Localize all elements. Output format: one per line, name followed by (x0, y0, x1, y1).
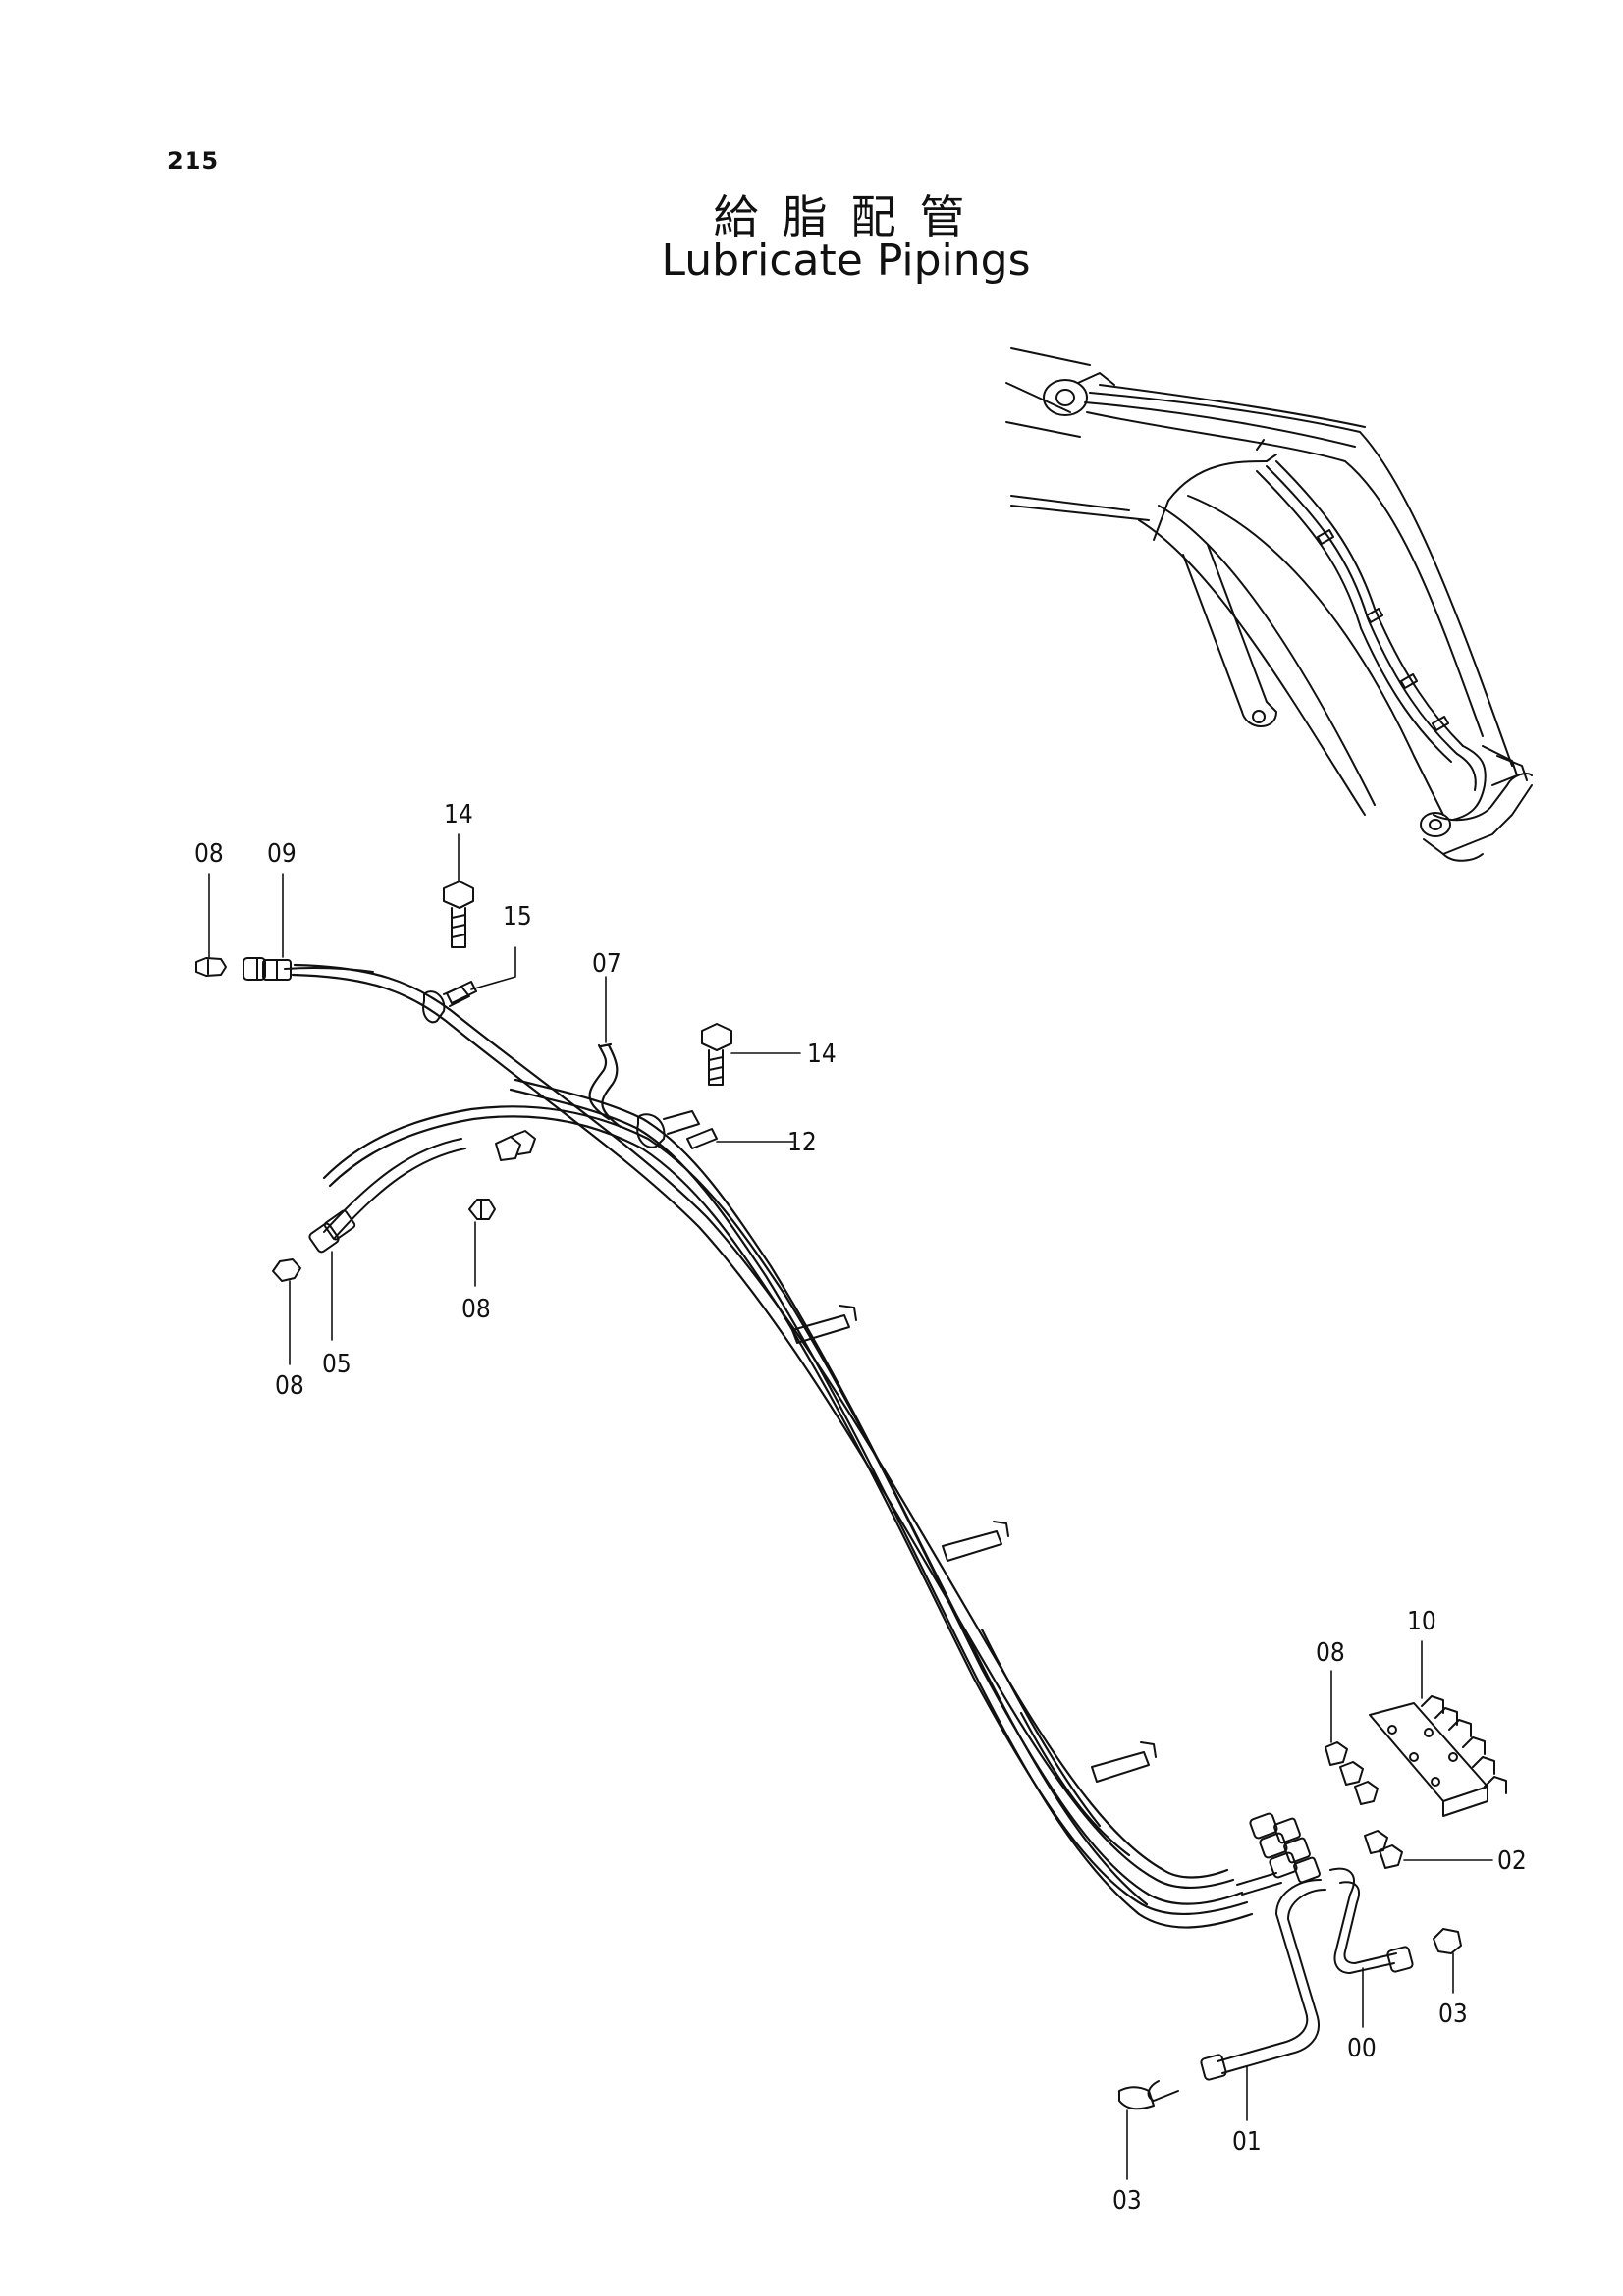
callout-12: 12 (787, 1128, 817, 1157)
callout-00: 00 (1347, 2034, 1377, 2063)
hose-09 (195, 957, 374, 981)
callout-08-top-left: 08 (194, 839, 224, 869)
hose-05 (272, 1138, 466, 1282)
title-english: Lubricate Pipings (661, 236, 1031, 286)
callout-07: 07 (592, 949, 622, 979)
page-number: 215 (167, 147, 220, 175)
callout-labels: 08 09 14 15 07 14 12 08 08 05 10 08 02 0… (194, 800, 1527, 2216)
pipes-00-01 (1118, 1867, 1462, 2110)
callout-05: 05 (322, 1350, 352, 1379)
callout-08-right: 08 (1316, 1638, 1345, 1668)
callout-02: 02 (1497, 1846, 1527, 1876)
bolts-and-plates (443, 881, 732, 1149)
callout-15: 15 (503, 902, 532, 932)
callout-14-right: 14 (807, 1040, 837, 1069)
manifold-block (1236, 1695, 1507, 1896)
main-pipe-bundle (291, 963, 1254, 1929)
pipe-clamps (422, 986, 1157, 1783)
callout-08-middle: 08 (461, 1295, 491, 1324)
callout-08-bottom-left: 08 (275, 1371, 304, 1401)
callout-03-right: 03 (1438, 2000, 1468, 2029)
callout-10: 10 (1407, 1607, 1436, 1636)
callout-03-bottom: 03 (1112, 2186, 1142, 2216)
grease-nipples-mid (468, 1130, 536, 1220)
title-japanese: 給脂配管 (713, 190, 989, 243)
boom-overview-inset (1005, 347, 1533, 862)
callout-09: 09 (267, 839, 297, 869)
callout-01: 01 (1232, 2127, 1262, 2157)
leader-lines (208, 833, 1493, 2180)
callout-14-top: 14 (444, 800, 473, 829)
